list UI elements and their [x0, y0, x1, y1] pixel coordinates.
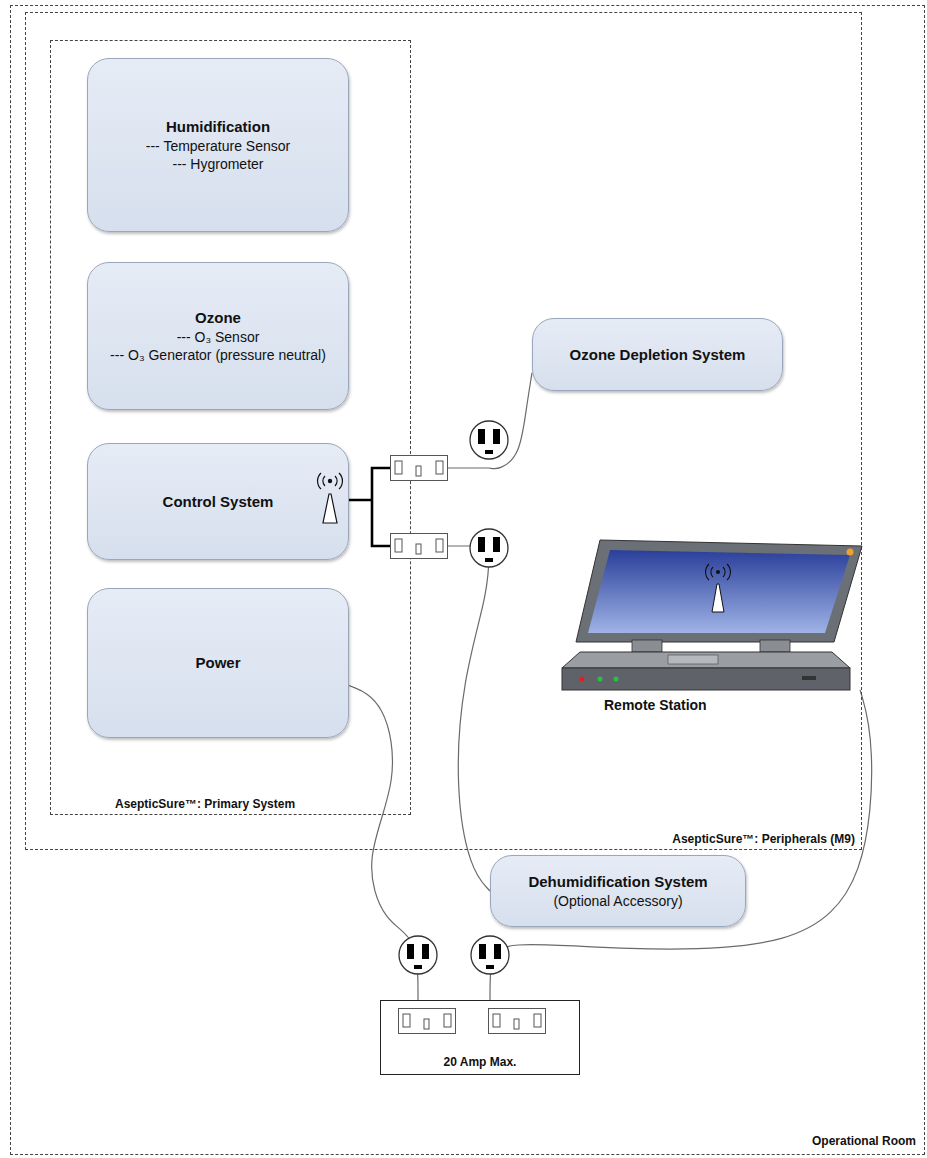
- power-cord: [349, 373, 532, 500]
- box-detail: --- O₃ Sensor: [177, 328, 260, 346]
- receptacle: [399, 1009, 456, 1034]
- box-heading: Humidification: [166, 117, 270, 137]
- rating-label: 20 Amp Max.: [444, 1055, 517, 1069]
- box-heading: Control System: [163, 492, 274, 512]
- module-box: Control System: [87, 443, 349, 560]
- power-plug: [470, 421, 508, 459]
- receptacle: [489, 1009, 546, 1034]
- box-detail: --- Hygrometer: [172, 155, 263, 173]
- module-box: Ozone Depletion System: [532, 318, 783, 391]
- region-label-holder: Operational Room: [812, 1134, 916, 1148]
- box-heading: Ozone: [195, 308, 241, 328]
- station-label: Remote Station: [604, 697, 707, 713]
- region-label-holder: AsepticSure™: Primary System: [115, 797, 295, 811]
- region-label: AsepticSure™: Peripherals (M9): [672, 832, 855, 846]
- primary-system-region: AsepticSure™: Primary System Humidificati…: [50, 40, 411, 815]
- relay-bracket: [349, 468, 390, 546]
- box-detail: --- Temperature Sensor: [146, 137, 290, 155]
- region-label-holder: AsepticSure™: Peripherals (M9): [672, 832, 855, 846]
- laptop-illustration: [562, 540, 862, 690]
- module-box: Humidification--- Temperature Sensor--- …: [87, 58, 349, 232]
- accessory-box: Dehumidification System(Optional Accesso…: [490, 855, 746, 927]
- receptacle: [391, 534, 448, 559]
- box-heading: Dehumidification System: [528, 872, 707, 892]
- region-label: Operational Room: [812, 1134, 916, 1148]
- box-heading: Power: [195, 653, 240, 673]
- antenna-icon: [318, 473, 343, 523]
- power-cord: [490, 690, 872, 1000]
- power-plug: [399, 936, 437, 974]
- peripherals-region: AsepticSure™: Peripherals (M9) AsepticSur…: [25, 12, 862, 850]
- box-detail: --- O₃ Generator (pressure neutral): [110, 346, 326, 364]
- region-label: AsepticSure™: Primary System: [115, 797, 295, 811]
- power-cord: [349, 500, 490, 891]
- power-plug: [471, 936, 509, 974]
- module-box: Ozone--- O₃ Sensor--- O₃ Generator (pres…: [87, 262, 349, 410]
- power-plug: [470, 529, 508, 567]
- receptacle: [391, 456, 448, 481]
- box-heading: Ozone Depletion System: [570, 345, 746, 365]
- module-box: Power: [87, 588, 349, 738]
- box-detail: (Optional Accessory): [553, 892, 682, 910]
